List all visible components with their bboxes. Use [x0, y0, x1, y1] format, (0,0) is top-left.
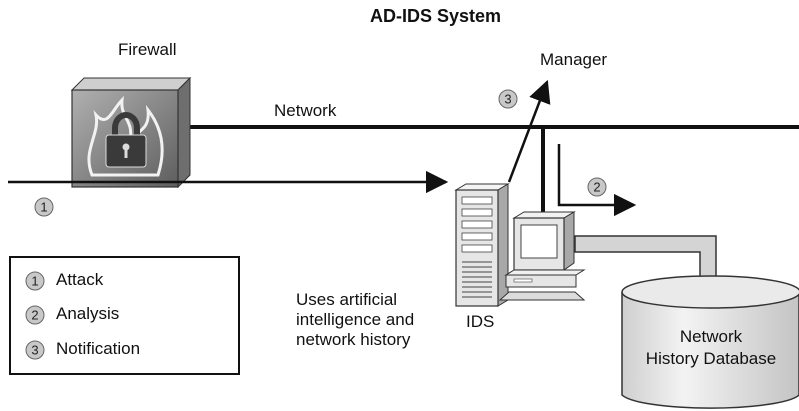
svg-text:3: 3	[31, 343, 38, 358]
legend-label-attack: Attack	[56, 270, 104, 289]
svg-text:2: 2	[593, 180, 600, 195]
legend-label-analysis: Analysis	[56, 304, 120, 323]
legend-badge-1: 1	[25, 271, 45, 291]
ids-label: IDS	[466, 312, 495, 331]
analysis-arrow	[557, 144, 637, 217]
desktop-base-icon	[498, 269, 586, 301]
firewall-icon	[70, 76, 192, 189]
step-badge-3: 3	[498, 89, 518, 109]
legend-badge-3: 3	[25, 340, 45, 360]
database-label: Network History Database	[645, 327, 777, 368]
database-cylinder	[621, 275, 799, 409]
step-badge-2: 2	[587, 177, 607, 197]
legend-label-notification: Notification	[56, 339, 141, 358]
monitor-icon	[512, 211, 576, 276]
ai-note: Uses artificial intelligence and network…	[296, 290, 415, 349]
svg-text:1: 1	[31, 274, 38, 289]
notification-arrow	[507, 79, 551, 183]
svg-text:3: 3	[504, 92, 511, 107]
manager-label: Manager	[540, 50, 608, 69]
svg-text:1: 1	[40, 200, 47, 215]
legend-box	[9, 256, 240, 375]
diagram-title: AD-IDS System	[370, 6, 502, 26]
firewall-label: Firewall	[118, 40, 177, 59]
svg-text:2: 2	[31, 308, 38, 323]
legend-badge-2: 2	[25, 305, 45, 325]
step-badge-1: 1	[34, 197, 54, 217]
server-tower-icon	[454, 183, 510, 307]
network-label: Network	[274, 101, 337, 120]
